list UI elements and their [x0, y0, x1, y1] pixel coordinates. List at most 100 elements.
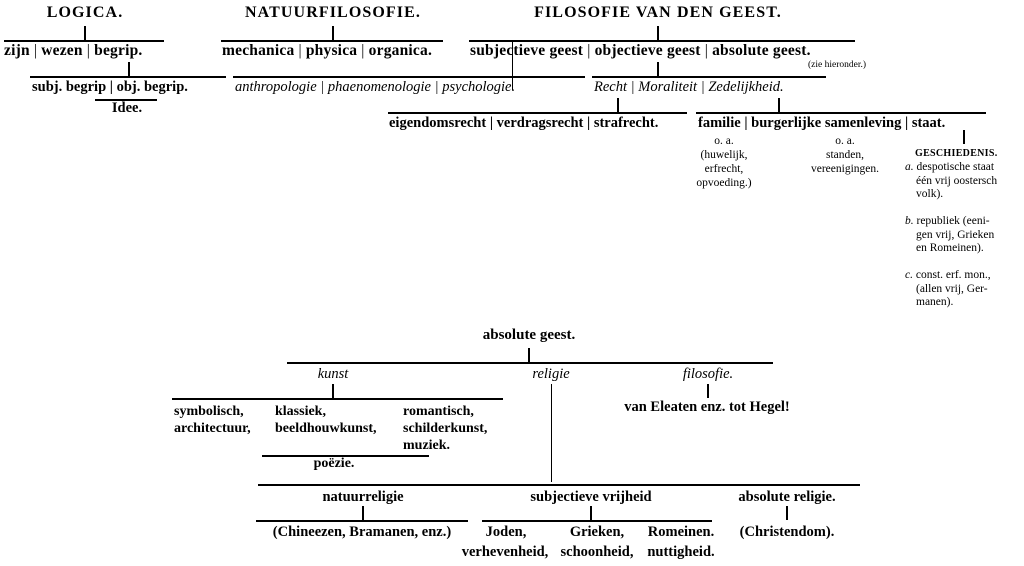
geschiedenis-marker-a: a.	[905, 161, 914, 173]
familie-note-line-3: erfrecht,	[704, 163, 744, 175]
bracket-lower-row1	[287, 362, 773, 364]
bracket-geest-row1	[469, 40, 855, 42]
connector-natuurfilosofie	[332, 26, 334, 40]
heading-filosofie-van-den-geest: FILOSOFIE VAN DEN GEEST.	[534, 4, 782, 21]
recht-eigendomsrecht: eigendomsrecht	[389, 115, 487, 131]
religie-child-absolute-religie: absolute religie.	[738, 489, 836, 505]
heading-logica: LOGICA.	[46, 4, 124, 21]
logica-idee: Idee.	[111, 100, 143, 116]
connector-geest	[657, 26, 659, 40]
natuur-physica: physica	[305, 42, 358, 59]
connector-begrip	[128, 62, 130, 76]
religie-child-natuurreligie: natuurreligie	[322, 489, 404, 505]
connector-subjectieve-geest	[512, 40, 513, 90]
lower-religie: religie	[532, 366, 570, 382]
kunst-child-2-line-1: klassiek,	[275, 404, 326, 419]
samenleving-note-line-3: vereenigingen.	[810, 163, 880, 175]
samenleving-note-line-1: o. a.	[835, 135, 855, 147]
connector-filosofie	[707, 384, 709, 398]
bracket-kunst-children	[172, 398, 503, 400]
logica-wezen: wezen	[41, 42, 83, 59]
kunst-child-3-line-3: muziek.	[403, 438, 451, 453]
vrijheid-sub-verhevenheid: verhevenheid,	[461, 544, 549, 560]
bracket-religie-children	[258, 484, 860, 486]
objectieve-recht: Recht	[594, 79, 628, 95]
geschiedenis-c-line-2: (allen vrij, Ger-	[916, 282, 988, 295]
religie-child-subjectieve-vrijheid: subjectieve vrijheid	[530, 489, 652, 505]
lower-poezie: poëzie.	[313, 456, 355, 471]
connector-absolute-geest	[528, 348, 530, 362]
vrijheid-child-romeinen: Romeinen.	[647, 524, 715, 540]
connector-natuurreligie	[362, 506, 364, 520]
bracket-natuurreligie-child	[256, 520, 468, 522]
bracket-logica-row2	[30, 76, 226, 78]
natuur-mechanica: mechanica	[222, 42, 295, 59]
geschiedenis-item-c: c. const. erf. mon., (allen vrij, Ger- m…	[905, 269, 1023, 310]
geschiedenis-marker-b: b.	[905, 215, 914, 227]
kunst-child-3-line-2: schilderkunst,	[403, 421, 488, 436]
connector-staat	[963, 130, 965, 144]
lower-root: absolute geest.	[482, 327, 576, 343]
zedelijkheid-samenleving: burgerlijke samenleving	[751, 115, 902, 131]
bracket-poezie	[262, 455, 429, 457]
vrijheid-sub-nuttigheid: nuttigheid.	[647, 544, 715, 560]
zedelijkheid-row: familie | burgerlijke samenleving | staa…	[698, 115, 946, 131]
kunst-child-2-line-2: beeldhouwkunst,	[275, 421, 377, 436]
familie-note-line-1: o. a.	[714, 135, 734, 147]
recht-row: eigendomsrecht | verdragsrecht | strafre…	[389, 115, 659, 131]
connector-absolute-religie	[786, 506, 788, 520]
connector-logica	[84, 26, 86, 40]
logica-subj-begrip: subj. begrip	[32, 79, 107, 95]
connector-objectieve-geest	[657, 62, 659, 76]
connector-subjectieve-vrijheid	[590, 506, 592, 520]
vrijheid-child-joden: Joden,	[485, 524, 527, 540]
recht-verdragsrecht: verdragsrecht	[496, 115, 584, 131]
natuur-row2: anthropologie | phaenomenologie | psycho…	[235, 79, 516, 95]
geest-subjectieve: subjectieve geest	[470, 42, 584, 59]
geschiedenis-b-line-1: republiek (eeni-	[916, 215, 990, 227]
bracket-vrijheid-children	[482, 520, 712, 522]
geschiedenis-a-line-1: despotische staat	[916, 161, 995, 173]
connector-zedelijkheid	[778, 98, 780, 112]
logica-row2: subj. begrip | obj. begrip.	[32, 79, 188, 95]
objectieve-moraliteit: Moraliteit	[638, 79, 698, 95]
logica-begrip: begrip.	[94, 42, 143, 59]
geschiedenis-a-line-2: één vrij oostersch	[916, 174, 998, 187]
geest-row1: subjectieve geest | objectieve geest | a…	[470, 42, 811, 59]
familie-note-line-4: opvoeding.)	[696, 177, 752, 189]
bracket-logica-row1	[4, 40, 164, 42]
lower-filosofie-child: van Eleaten enz. tot Hegel!	[624, 399, 790, 415]
vrijheid-sub-schoonheid: schoonheid,	[560, 544, 634, 560]
zedelijkheid-staat: staat.	[911, 115, 946, 131]
geschiedenis-marker-c: c.	[905, 269, 913, 281]
natuur-organica: organica.	[368, 42, 433, 59]
absolute-religie-child: (Christendom).	[739, 524, 835, 540]
vrijheid-child-grieken: Grieken,	[569, 524, 625, 540]
kunst-child-1-line-1: symbolisch,	[174, 404, 244, 419]
bracket-idee	[95, 99, 157, 101]
heading-natuurfilosofie: NATUURFILOSOFIE.	[245, 4, 421, 21]
connector-kunst	[332, 384, 334, 398]
familie-note: o. a. (huwelijk, erfrecht, opvoeding.)	[696, 134, 751, 190]
kunst-child-romantisch: romantisch, schilderkunst, muziek.	[403, 403, 487, 454]
bracket-natuur-row2	[233, 76, 585, 78]
natuur-phaenomenologie: phaenomenologie	[327, 79, 431, 95]
natuur-psychologie: psychologie.	[442, 79, 516, 95]
kunst-child-klassiek: klassiek, beeldhouwkunst,	[275, 403, 377, 437]
geschiedenis-heading: GESCHIEDENIS.	[915, 148, 998, 159]
geschiedenis-b-line-2: gen vrij, Grieken	[916, 228, 995, 241]
logica-zijn: zijn	[4, 42, 30, 59]
natuur-anthropologie: anthropologie	[235, 79, 317, 95]
geschiedenis-item-b: b. republiek (eeni- gen vrij, Grieken en…	[905, 215, 1023, 256]
bracket-zedelijkheid-row	[696, 112, 986, 114]
geschiedenis-a-line-3: volk).	[916, 188, 944, 200]
connector-religie	[551, 384, 552, 482]
logica-row1: zijn | wezen | begrip.	[4, 42, 143, 59]
kunst-child-symbolisch: symbolisch, architectuur,	[174, 403, 251, 437]
lower-filosofie: filosofie.	[682, 366, 734, 382]
geschiedenis-b-line-3: en Romeinen).	[916, 242, 984, 254]
objectieve-zedelijkheid: Zedelijkheid.	[708, 79, 784, 95]
familie-note-line-2: (huwelijk,	[700, 149, 748, 161]
bracket-objectieve-row	[592, 76, 826, 78]
recht-strafrecht: strafrecht.	[593, 115, 659, 131]
